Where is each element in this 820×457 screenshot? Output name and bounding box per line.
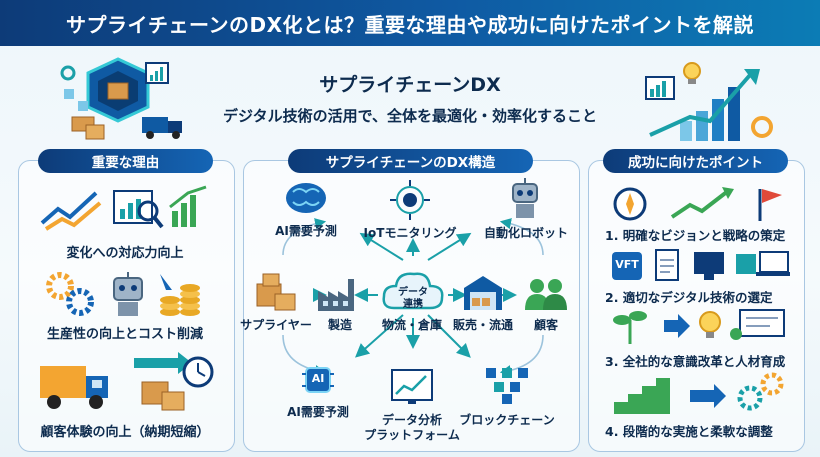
ai-chip-text: AI [311, 372, 325, 385]
node-iot: IoTモニタリング [363, 226, 457, 240]
left-panel-title: 重要な理由 [38, 149, 213, 173]
factory-icon [318, 275, 358, 311]
reason-label-3: 顧客体験の向上（納期短縮） [40, 425, 210, 440]
node-supplier: サプライヤー [240, 318, 312, 332]
point-label-4: 4. 段階的な実施と柔軟な調整 [605, 424, 773, 439]
data-hub-cloud [380, 266, 446, 312]
reason-label-1: 変化への対応力向上 [66, 246, 184, 261]
seedling-idea-training-icon [610, 306, 790, 346]
hub-label-line1: データ [398, 287, 428, 298]
node-analytics-line2: プラットフォーム [364, 428, 460, 442]
heading-subtitle: デジタル技術の活用で、全体を最適化・効率化すること [222, 107, 598, 125]
node-blockchain: ブロックチェーン [459, 413, 555, 427]
gears-robot-coins-icon [40, 268, 215, 320]
ai-chip-icon [298, 360, 338, 400]
trend-chart-icon [40, 185, 215, 235]
node-sales: 販売・流通 [452, 318, 514, 332]
node-analytics-line1: データ分析 [381, 413, 443, 427]
warehouse-hub-illustration [60, 55, 195, 145]
page-title: サプライチェーンのDX化とは？重要な理由や成功に向けたポイントを解説 [65, 12, 755, 37]
blockchain-icon [482, 364, 532, 406]
point-label-3: 3. 全社的な意識改革と人材育成 [605, 354, 786, 369]
truck-box-clock-icon [38, 352, 218, 414]
customers-icon [525, 274, 567, 312]
vft-badge-text: VFT [615, 258, 639, 271]
node-logistics: 物流・倉庫 [381, 318, 443, 332]
title-bar: サプライチェーンのDX化とは？重要な理由や成功に向けたポイントを解説 [0, 0, 820, 46]
iot-sensor-icon [390, 180, 430, 220]
hub-label-line2: 連携 [403, 299, 423, 310]
supplier-boxes-icon [255, 272, 299, 312]
reason-label-2: 生産性の向上とコスト削減 [46, 327, 204, 342]
node-ai-demand-bottom: AI需要予測 [287, 405, 349, 419]
robot-icon [505, 178, 545, 220]
compass-growth-flag-icon [610, 185, 790, 223]
warehouse-icon [462, 274, 504, 312]
right-panel-title: 成功に向けたポイント [603, 149, 788, 173]
heading: サプライチェーンDX デジタル技術の活用で、全体を最適化・効率化すること [200, 70, 620, 126]
tech-tools-icon [610, 248, 790, 284]
point-label-1: 1. 明確なビジョンと戦略の策定 [605, 228, 786, 243]
analytics-dashboard-icon [390, 368, 434, 406]
center-panel-title: サプライチェーンのDX構造 [288, 149, 533, 173]
point-label-2: 2. 適切なデジタル技術の選定 [605, 290, 773, 305]
brain-ai-icon [283, 180, 329, 216]
node-robot: 自動化ロボット [483, 226, 569, 240]
node-ai-demand-top: AI需要予測 [275, 224, 337, 238]
growth-chart-illustration [640, 55, 780, 145]
heading-title: サプライチェーンDX [319, 74, 501, 96]
node-customer: 顧客 [533, 318, 559, 332]
node-manufacturing: 製造 [327, 318, 353, 332]
steps-gears-icon [610, 372, 790, 416]
